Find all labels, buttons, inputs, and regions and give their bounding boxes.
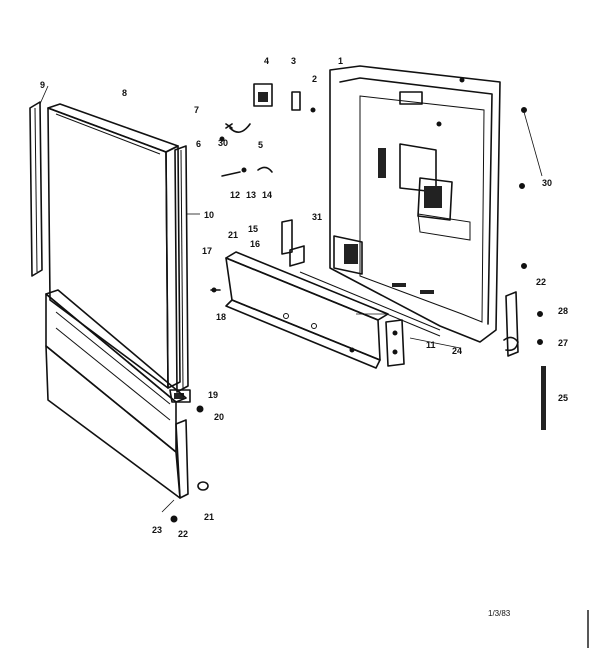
access-panel — [45, 289, 189, 499]
callout-label: 30 — [542, 178, 552, 188]
callout-label: 7 — [194, 105, 199, 115]
callout-label: 8 — [122, 88, 127, 98]
callout-label: 24 — [452, 346, 462, 356]
callout-label: 28 — [558, 306, 568, 316]
right-side-trim — [174, 145, 189, 393]
callout-label: 31 — [312, 212, 322, 222]
callout-label: 17 — [202, 246, 212, 256]
callout-label: 22 — [536, 277, 546, 287]
footer-code: 1/3/83 — [488, 609, 511, 618]
panel-fasteners — [170, 405, 209, 523]
callout-label: 3 — [291, 56, 296, 66]
door-front-panel — [47, 103, 181, 389]
callout-label: 22 — [178, 529, 188, 539]
callout-label: 9 — [40, 80, 45, 90]
callout-label: 21 — [204, 512, 214, 522]
callout-label: 25 — [558, 393, 568, 403]
callout-label: 23 — [152, 525, 162, 535]
callout-label: 10 — [204, 210, 214, 220]
right-side-screws — [519, 107, 543, 345]
callout-label: 18 — [216, 312, 226, 322]
callout-label: 12 — [230, 190, 240, 200]
callout-label: 13 — [246, 190, 256, 200]
inner-door-liner — [329, 65, 501, 343]
callout-label: 14 — [262, 190, 272, 200]
callout-label: 5 — [258, 140, 263, 150]
leader-lines — [39, 85, 543, 513]
callout-label: 15 — [248, 224, 258, 234]
callout-label: 16 — [250, 239, 260, 249]
callout-label: 2 — [312, 74, 317, 84]
bottom-vent-rail — [225, 251, 441, 369]
right-hinge-bracket — [503, 291, 519, 357]
left-side-trim-strip — [29, 101, 43, 277]
latch-parts — [281, 219, 305, 267]
hinge-spring-rod — [541, 366, 546, 430]
screw-18 — [210, 287, 221, 293]
callout-label: 27 — [558, 338, 568, 348]
callout-label: 1 — [338, 56, 343, 66]
callout-labels: 9 8 4 3 2 1 7 6 30 5 12 13 14 10 15 31 2… — [40, 56, 568, 539]
callout-label: 19 — [208, 390, 218, 400]
callout-label: 21 — [228, 230, 238, 240]
latch-plate — [385, 319, 405, 367]
small-screws-group — [221, 166, 273, 177]
footer: 1/3/83 — [488, 609, 589, 648]
callout-label: 11 — [426, 340, 436, 350]
callout-label: 6 — [196, 139, 201, 149]
callout-label: 30 — [218, 138, 228, 148]
top-latch-hardware — [219, 83, 316, 142]
callout-label: 4 — [264, 56, 269, 66]
switch-bracket — [333, 235, 363, 275]
callout-label: 20 — [214, 412, 224, 422]
